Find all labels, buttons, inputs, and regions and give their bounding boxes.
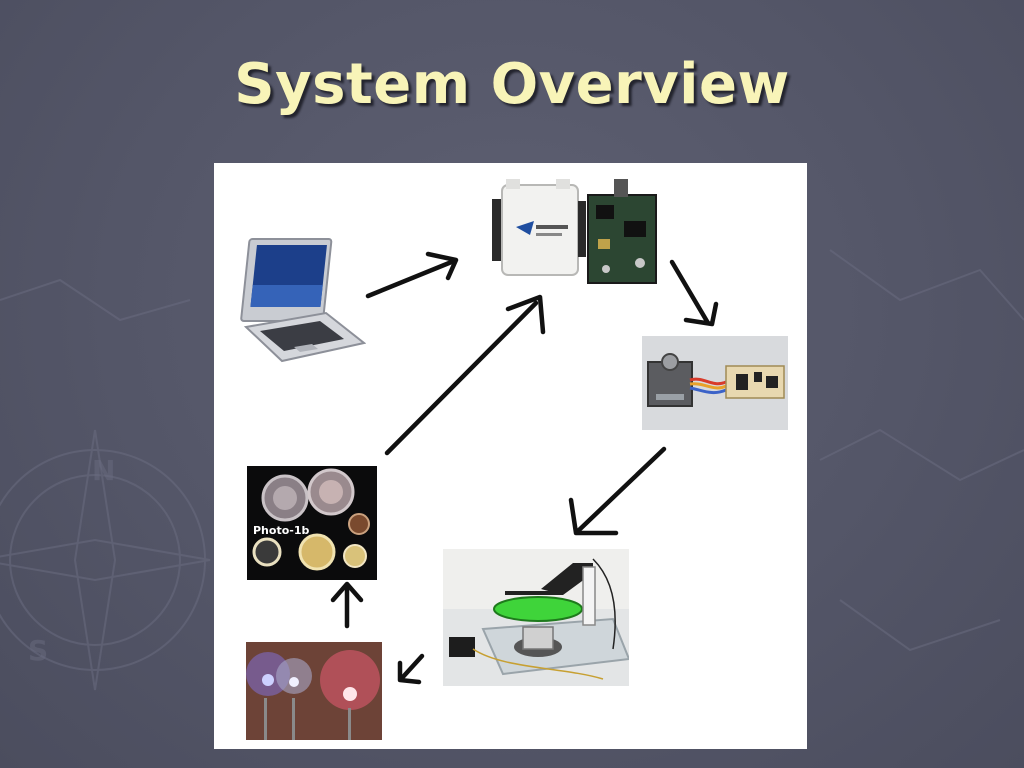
- photo-label: Photo-1b: [253, 524, 309, 537]
- svg-text:N: N: [92, 454, 115, 487]
- laptop-image: [240, 238, 366, 363]
- arrow-daq-to-stepper: [669, 259, 719, 327]
- arrow-rotation-stage-to-leds: [397, 653, 425, 685]
- svg-text:S: S: [28, 634, 48, 667]
- arrows-layer: [330, 251, 719, 685]
- diagram-panel: Photo-1b: [214, 163, 807, 749]
- photodetectors-image: Photo-1b: [247, 466, 377, 580]
- arrow-photodetectors-to-daq: [384, 294, 546, 456]
- rotation-stage-image: [443, 549, 629, 686]
- daq-device-image: [492, 179, 657, 284]
- arrow-leds-to-photodetectors: [330, 581, 364, 629]
- slide-title: System Overview: [234, 52, 790, 117]
- leds-image: [246, 642, 382, 740]
- stepper-motor-image: [642, 336, 788, 430]
- arrow-laptop-to-daq: [365, 251, 459, 299]
- arrow-stepper-to-rotation-stage: [568, 446, 667, 536]
